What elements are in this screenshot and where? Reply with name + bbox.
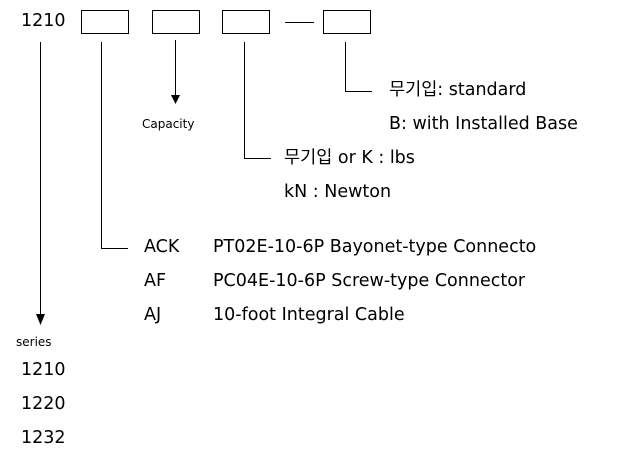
series-item: 1210: [21, 360, 66, 380]
capacity-arrowhead: [171, 95, 180, 104]
base-option-standard: 무기입: standard: [389, 80, 527, 100]
box-base: [323, 10, 371, 34]
connector-desc: 10-foot Integral Cable: [213, 305, 405, 325]
model-prefix: 1210: [21, 11, 66, 31]
connector-code: ACK: [144, 237, 180, 257]
series-item: 1220: [21, 394, 66, 414]
unit-option-lbs: 무기입 or K : lbs: [284, 148, 415, 168]
connector-desc: PC04E-10-6P Screw-type Connector: [213, 271, 526, 291]
unit-option-newton: kN : Newton: [284, 182, 392, 202]
series-label: series: [16, 335, 52, 349]
box-unit: [222, 10, 270, 34]
base-option-installed: B: with Installed Base: [389, 114, 578, 134]
unit-leader: [244, 42, 271, 159]
box-capacity: [152, 10, 200, 34]
connector-leader: [101, 42, 128, 249]
box-connector: [81, 10, 129, 34]
base-leader: [345, 42, 372, 92]
capacity-label: Capacity: [142, 117, 195, 131]
series-item: 1232: [21, 428, 66, 448]
connector-code: AF: [144, 271, 167, 291]
connector-code: AJ: [144, 305, 162, 325]
series-arrowhead: [36, 314, 45, 325]
connector-desc: PT02E-10-6P Bayonet-type Connecto: [213, 237, 537, 257]
